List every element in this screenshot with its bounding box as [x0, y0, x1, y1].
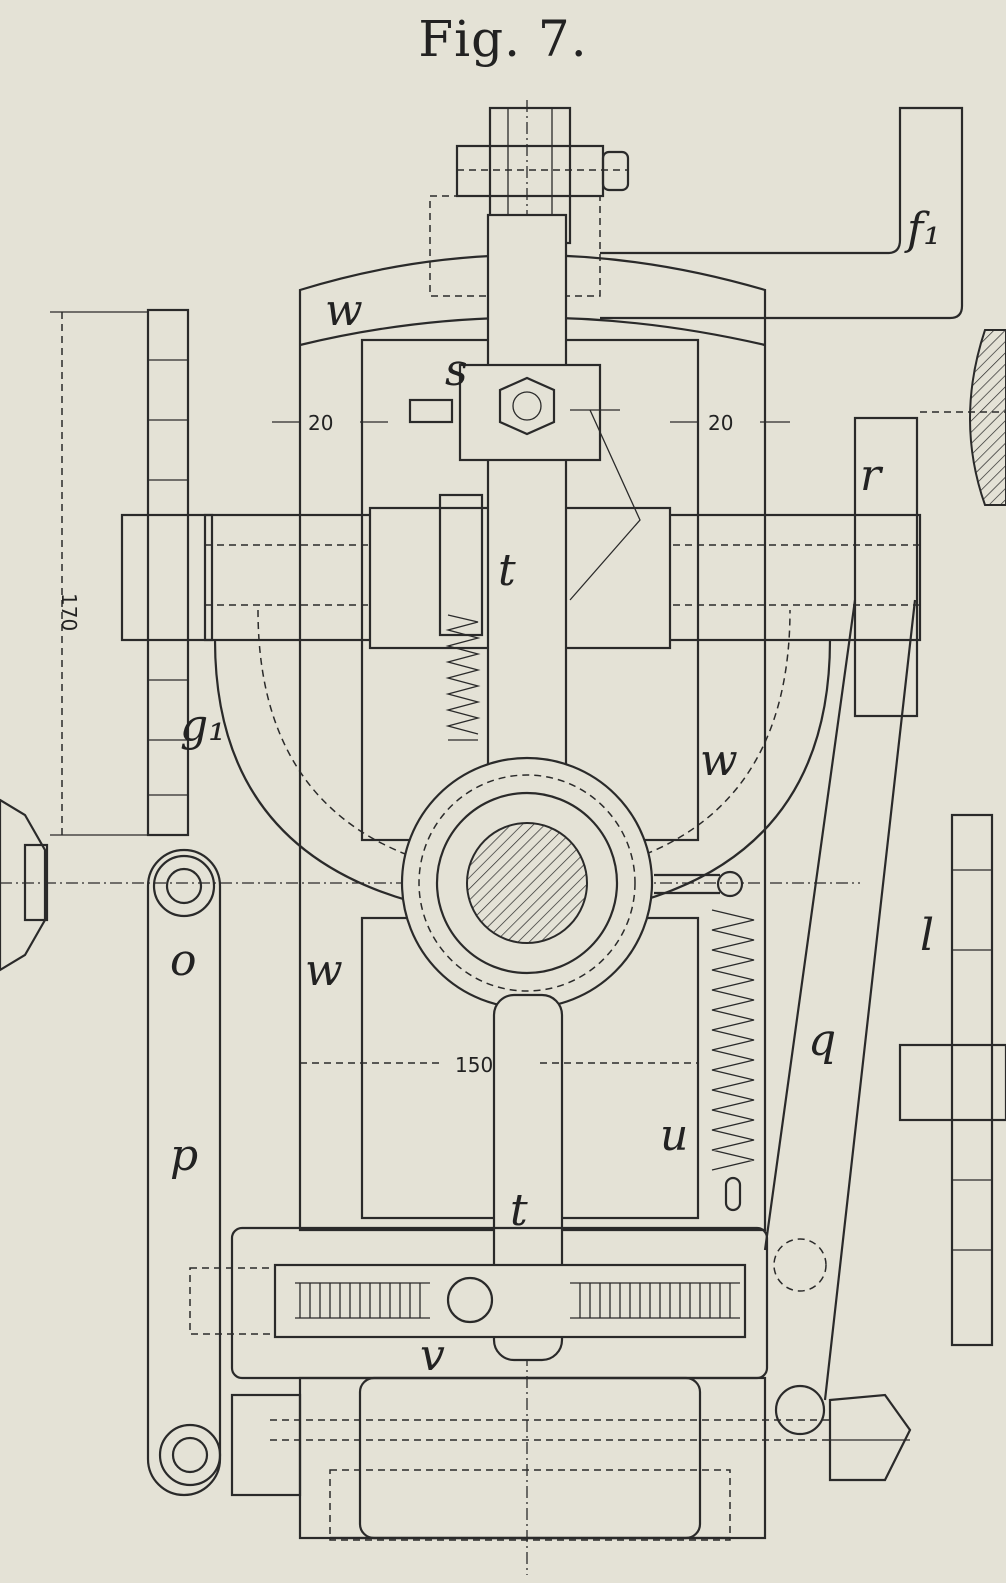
- right-gear-l: l: [898, 813, 1006, 1347]
- left-gear: g₁: [120, 308, 226, 837]
- left-edge-nut: [0, 798, 49, 972]
- dimension-20s: 20 20: [272, 411, 790, 435]
- label-v: v: [420, 1330, 445, 1381]
- label-r: r: [860, 450, 884, 501]
- threaded-rod: v: [189, 1226, 827, 1381]
- label-o: o: [170, 935, 197, 986]
- upper-spring: [438, 493, 484, 741]
- base-block: [270, 1376, 912, 1541]
- lower-spring: u: [660, 909, 755, 1212]
- label-g1: g₁: [180, 700, 226, 751]
- dim-170: 170: [57, 593, 81, 631]
- central-hub: [400, 756, 744, 1010]
- dimension-150: 150: [300, 1053, 698, 1077]
- dim-20-right: 20: [708, 411, 733, 435]
- label-p: p: [170, 1130, 198, 1181]
- dimension-170: 170: [50, 311, 148, 836]
- label-t-upper: t: [498, 545, 516, 596]
- label-w-left: w: [305, 945, 343, 996]
- figure-title: Fig. 7.: [418, 10, 588, 68]
- lever-t: s t: [408, 213, 641, 777]
- dim-150: 150: [455, 1053, 493, 1077]
- lever-r-q: r q: [763, 416, 919, 1401]
- handle-f1: f₁: [600, 106, 964, 320]
- label-w-top: w: [325, 285, 363, 336]
- label-w-right: w: [700, 735, 738, 786]
- label-q: q: [808, 1015, 836, 1066]
- label-f1: f₁: [904, 204, 941, 255]
- label-l: l: [920, 910, 934, 961]
- label-u: u: [660, 1110, 688, 1161]
- label-t-lower: t: [510, 1185, 528, 1236]
- label-s: s: [445, 345, 468, 396]
- linkage-o-p: o p: [146, 848, 302, 1497]
- dim-20-left: 20: [308, 411, 333, 435]
- right-cam: [920, 329, 1006, 506]
